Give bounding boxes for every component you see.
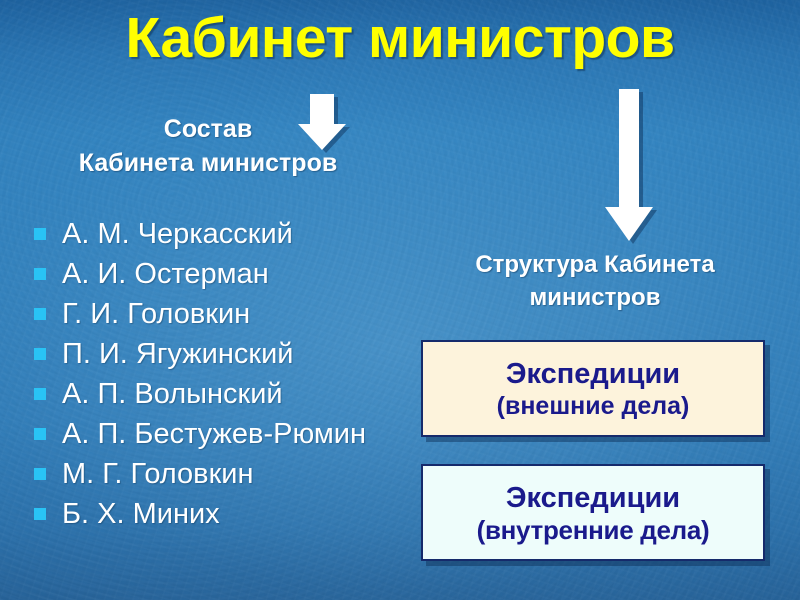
- list-item: Б. Х. Миних: [26, 496, 418, 532]
- down-arrow-icon: [298, 94, 350, 153]
- expedition-external-title: Экспедиции: [505, 357, 681, 390]
- member-name: М. Г. Головкин: [62, 458, 254, 490]
- bullet-square-icon: [34, 388, 46, 400]
- expedition-internal-subtitle: (внутренние дела): [476, 514, 710, 545]
- structure-heading-line1: Структура Кабинета: [475, 251, 715, 278]
- page-title: Кабинет министров: [125, 6, 675, 70]
- member-name: Г. И. Головкин: [62, 298, 251, 330]
- list-item: А. П. Волынский: [26, 376, 418, 412]
- list-item: Г. И. Головкин: [26, 296, 418, 332]
- expedition-internal-box: Экспедиции (внутренние дела): [421, 464, 765, 561]
- list-item: А. М. Черкасский: [26, 216, 418, 252]
- list-item: А. И. Остерман: [26, 256, 418, 292]
- bullet-square-icon: [34, 468, 46, 480]
- bullet-square-icon: [34, 268, 46, 280]
- list-item: М. Г. Головкин: [26, 456, 418, 492]
- cabinet-members-list: А. М. Черкасский А. И. Остерман Г. И. Го…: [26, 216, 418, 536]
- down-arrow-icon: [605, 89, 657, 244]
- member-name: П. И. Ягужинский: [62, 338, 294, 370]
- bullet-square-icon: [34, 508, 46, 520]
- structure-heading-line2: министров: [529, 284, 661, 311]
- structure-heading: Структура Кабинета министров: [420, 248, 770, 314]
- member-name: А. М. Черкасский: [62, 218, 293, 250]
- bullet-square-icon: [34, 428, 46, 440]
- bullet-square-icon: [34, 228, 46, 240]
- composition-heading-line2: Кабинета министров: [78, 149, 338, 177]
- member-name: А. И. Остерман: [62, 258, 269, 290]
- bullet-square-icon: [34, 308, 46, 320]
- bullet-square-icon: [34, 348, 46, 360]
- expedition-internal-title: Экспедиции: [505, 481, 681, 514]
- member-name: А. П. Бестужев-Рюмин: [62, 418, 367, 450]
- composition-heading-line1: Состав: [163, 115, 253, 143]
- composition-heading: Состав Кабинета министров: [12, 112, 404, 180]
- expedition-external-subtitle: (внешние дела): [496, 391, 690, 420]
- member-name: А. П. Волынский: [62, 378, 283, 410]
- expedition-external-box: Экспедиции (внешние дела): [421, 340, 765, 437]
- list-item: А. П. Бестужев-Рюмин: [26, 416, 418, 452]
- list-item: П. И. Ягужинский: [26, 336, 418, 372]
- member-name: Б. Х. Миних: [62, 498, 220, 530]
